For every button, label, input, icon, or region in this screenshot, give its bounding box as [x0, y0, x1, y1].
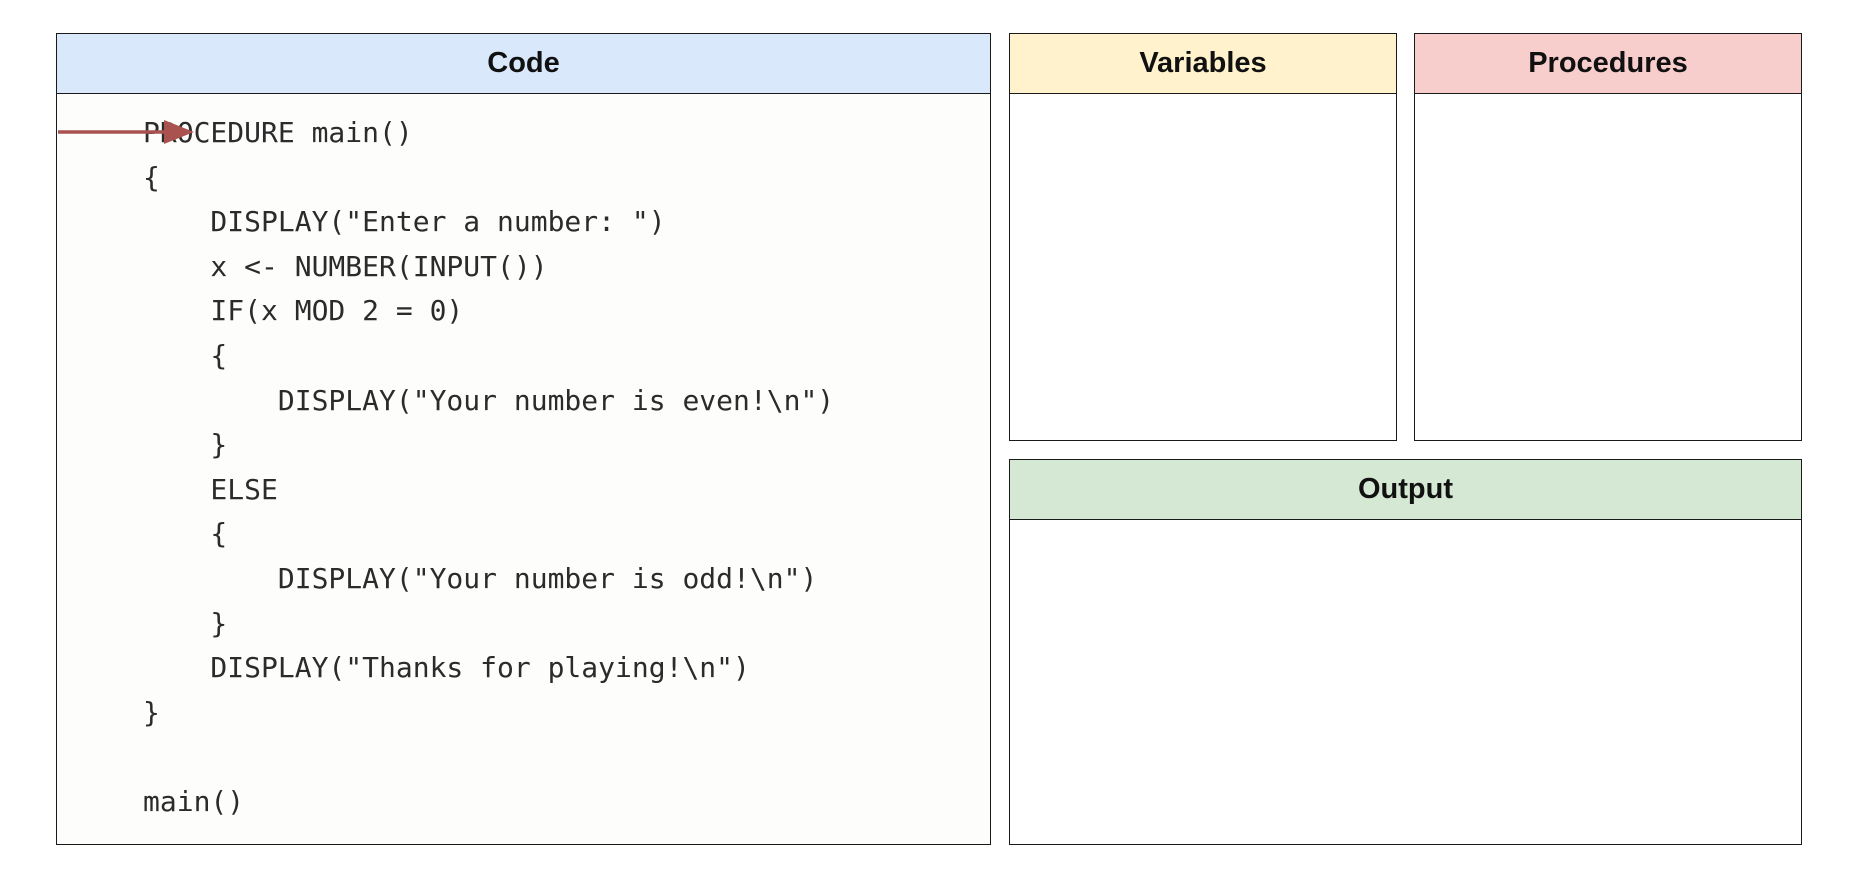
code-line: {	[143, 339, 228, 372]
code-line: }	[143, 606, 228, 640]
code-line: {	[143, 517, 228, 551]
output-panel-body	[1010, 520, 1801, 844]
output-panel: Output	[1009, 459, 1802, 845]
current-line-arrow-icon	[58, 120, 194, 144]
code-line: DISPLAY("Your number is odd!\n")	[143, 562, 818, 595]
procedures-panel-body	[1415, 94, 1801, 440]
code-panel: Code PROCEDURE main() { DISPLAY("Enter a …	[56, 33, 991, 845]
code-line: DISPLAY("Enter a number: ")	[143, 205, 666, 239]
variables-panel-title: Variables	[1010, 34, 1396, 94]
variables-panel: Variables	[1009, 33, 1397, 441]
code-line: main()	[143, 785, 245, 818]
procedures-panel: Procedures	[1414, 33, 1802, 441]
code-line: x <- NUMBER(INPUT())	[143, 249, 548, 283]
code-line: IF(x MOD 2 = 0)	[143, 294, 464, 328]
code-line: }	[143, 428, 228, 462]
code-panel-body: PROCEDURE main() { DISPLAY("Enter a numbe…	[57, 94, 990, 844]
procedures-panel-title: Procedures	[1415, 34, 1801, 94]
code-panel-title: Code	[57, 34, 990, 94]
code-line: }	[143, 695, 160, 729]
code-line: PROCEDURE main()	[143, 116, 413, 149]
code-line: DISPLAY("Your number is even!\n")	[143, 383, 835, 417]
arrow-head	[164, 120, 194, 144]
output-panel-title: Output	[1010, 460, 1801, 520]
code-line: {	[143, 160, 160, 194]
code-line: DISPLAY("Thanks for playing!\n")	[143, 651, 750, 685]
variables-panel-body	[1010, 94, 1396, 440]
code-line: ELSE	[143, 472, 278, 506]
